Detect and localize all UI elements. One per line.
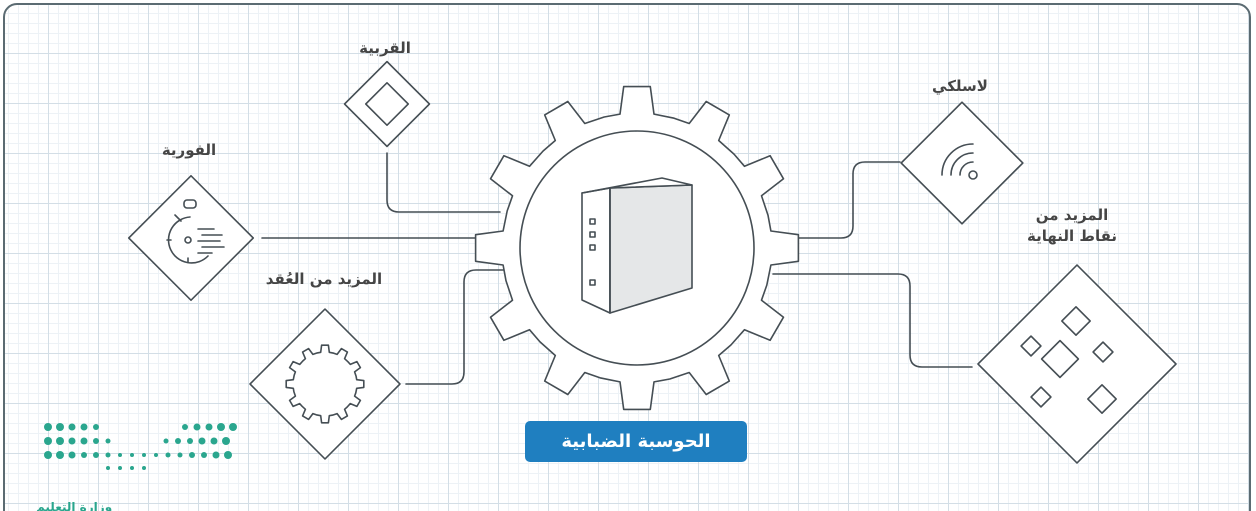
logo-dot xyxy=(212,451,220,459)
center-label: الحوسبة الضبابية xyxy=(525,421,747,462)
logo-dot xyxy=(68,437,76,445)
logo-dot xyxy=(130,466,134,470)
logo-dot xyxy=(198,437,206,445)
diamond-icon xyxy=(364,81,410,127)
node-proximity xyxy=(343,60,431,148)
connector-more-nodes xyxy=(405,269,508,385)
logo-dot xyxy=(44,423,52,431)
logo-dot xyxy=(201,452,207,458)
logo-dot xyxy=(205,423,213,431)
logo-dot xyxy=(142,453,146,457)
ministry-logo-text: وزارة التعليم xyxy=(36,500,113,511)
label-wireless: لاسلكي xyxy=(932,77,988,95)
logo-dot xyxy=(222,437,230,445)
logo-dot xyxy=(93,452,99,458)
wifi-icon xyxy=(941,143,978,180)
logo-dot xyxy=(80,423,88,431)
label-realtime: الفورية xyxy=(161,141,217,159)
logo-dot xyxy=(142,466,146,470)
logo-dot xyxy=(68,451,76,459)
ministry-logo-icon xyxy=(44,423,237,470)
logo-dot xyxy=(68,423,76,431)
logo-dot xyxy=(56,423,64,431)
logo-dot xyxy=(210,437,218,445)
logo-dot xyxy=(182,424,188,430)
logo-dot xyxy=(154,453,158,457)
label-more-endpoints-line2: نقاط النهاية xyxy=(1026,227,1118,245)
server-icon xyxy=(581,177,693,314)
connector-lines xyxy=(261,152,973,385)
connector-wireless xyxy=(795,161,901,239)
logo-dot xyxy=(189,452,195,458)
logo-dot xyxy=(130,453,134,457)
connector-more-endpoints xyxy=(772,273,973,368)
logo-dot xyxy=(165,452,171,458)
stopwatch-icon xyxy=(166,199,225,264)
label-more-endpoints-line1: المزيد من xyxy=(1035,206,1109,224)
logo-dot xyxy=(105,452,111,458)
logo-dot xyxy=(118,453,122,457)
gear-icon xyxy=(285,344,365,424)
logo-dot xyxy=(118,466,122,470)
logo-dot xyxy=(81,452,87,458)
logo-dot xyxy=(187,438,193,444)
logo-dot xyxy=(163,438,169,444)
label-more-nodes: المزيد من العُقد xyxy=(265,270,383,288)
logo-dot xyxy=(175,438,181,444)
connector-proximity xyxy=(386,152,501,213)
label-proximity: القربية xyxy=(359,39,411,57)
logo-dot xyxy=(56,437,64,445)
logo-dot xyxy=(105,438,111,444)
logo-dot xyxy=(44,437,52,445)
logo-dot xyxy=(224,451,232,459)
logo-dot xyxy=(80,437,88,445)
node-realtime xyxy=(127,174,255,302)
logo-dot xyxy=(177,452,183,458)
logo-dot xyxy=(93,438,99,444)
logo-dot xyxy=(193,423,201,431)
logo-dot xyxy=(217,423,225,431)
logo-dot xyxy=(56,451,64,459)
label-more-endpoints: المزيد من نقاط النهاية xyxy=(1027,205,1117,247)
logo-dot xyxy=(44,451,52,459)
node-more-endpoints xyxy=(977,264,1177,464)
node-more-nodes xyxy=(249,308,401,460)
logo-dot xyxy=(229,423,237,431)
logo-dot xyxy=(93,424,99,430)
diamonds-cluster-icon xyxy=(1020,306,1117,414)
logo-dot xyxy=(106,466,110,470)
node-wireless xyxy=(900,101,1024,225)
